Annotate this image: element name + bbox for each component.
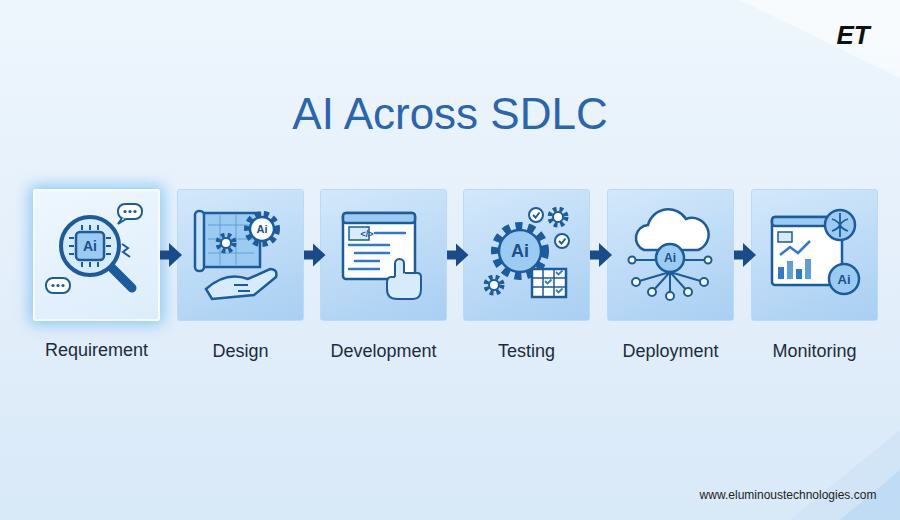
flow-arrow: [447, 251, 456, 260]
testing-icon: [486, 208, 569, 297]
stage-label: Monitoring: [772, 341, 856, 363]
stage-label: Development: [330, 341, 436, 363]
design-icon: [195, 211, 277, 299]
stage-box: Design: [177, 189, 304, 321]
stage-box: Requirement: [33, 189, 160, 321]
corner-shape: [740, 0, 900, 78]
brand-logo: ET: [836, 22, 869, 48]
deployment-icon: [629, 209, 712, 300]
flow-arrow: [304, 251, 313, 260]
flow-arrow: [160, 251, 170, 260]
stage-box: Monitoring: [751, 189, 878, 321]
stage-label: Deployment: [622, 341, 718, 363]
flow-arrow: [734, 251, 744, 260]
corner-shape: [840, 470, 900, 520]
stage-box: Development: [320, 189, 447, 321]
stage-label: Testing: [498, 341, 555, 363]
corner-shape: [790, 430, 900, 520]
stage-label: Design: [212, 341, 268, 363]
website-url: www.eluminoustechnologies.com: [700, 489, 877, 501]
monitoring-icon: [772, 210, 859, 294]
flow-arrow: [590, 251, 600, 260]
stage-box: Deployment: [607, 189, 734, 321]
development-icon: [343, 213, 421, 299]
stage-label: Requirement: [45, 340, 148, 362]
diagram-title: AI Across SDLC: [0, 88, 900, 141]
requirement-icon: [46, 204, 142, 293]
stage-box: Testing: [463, 189, 590, 321]
